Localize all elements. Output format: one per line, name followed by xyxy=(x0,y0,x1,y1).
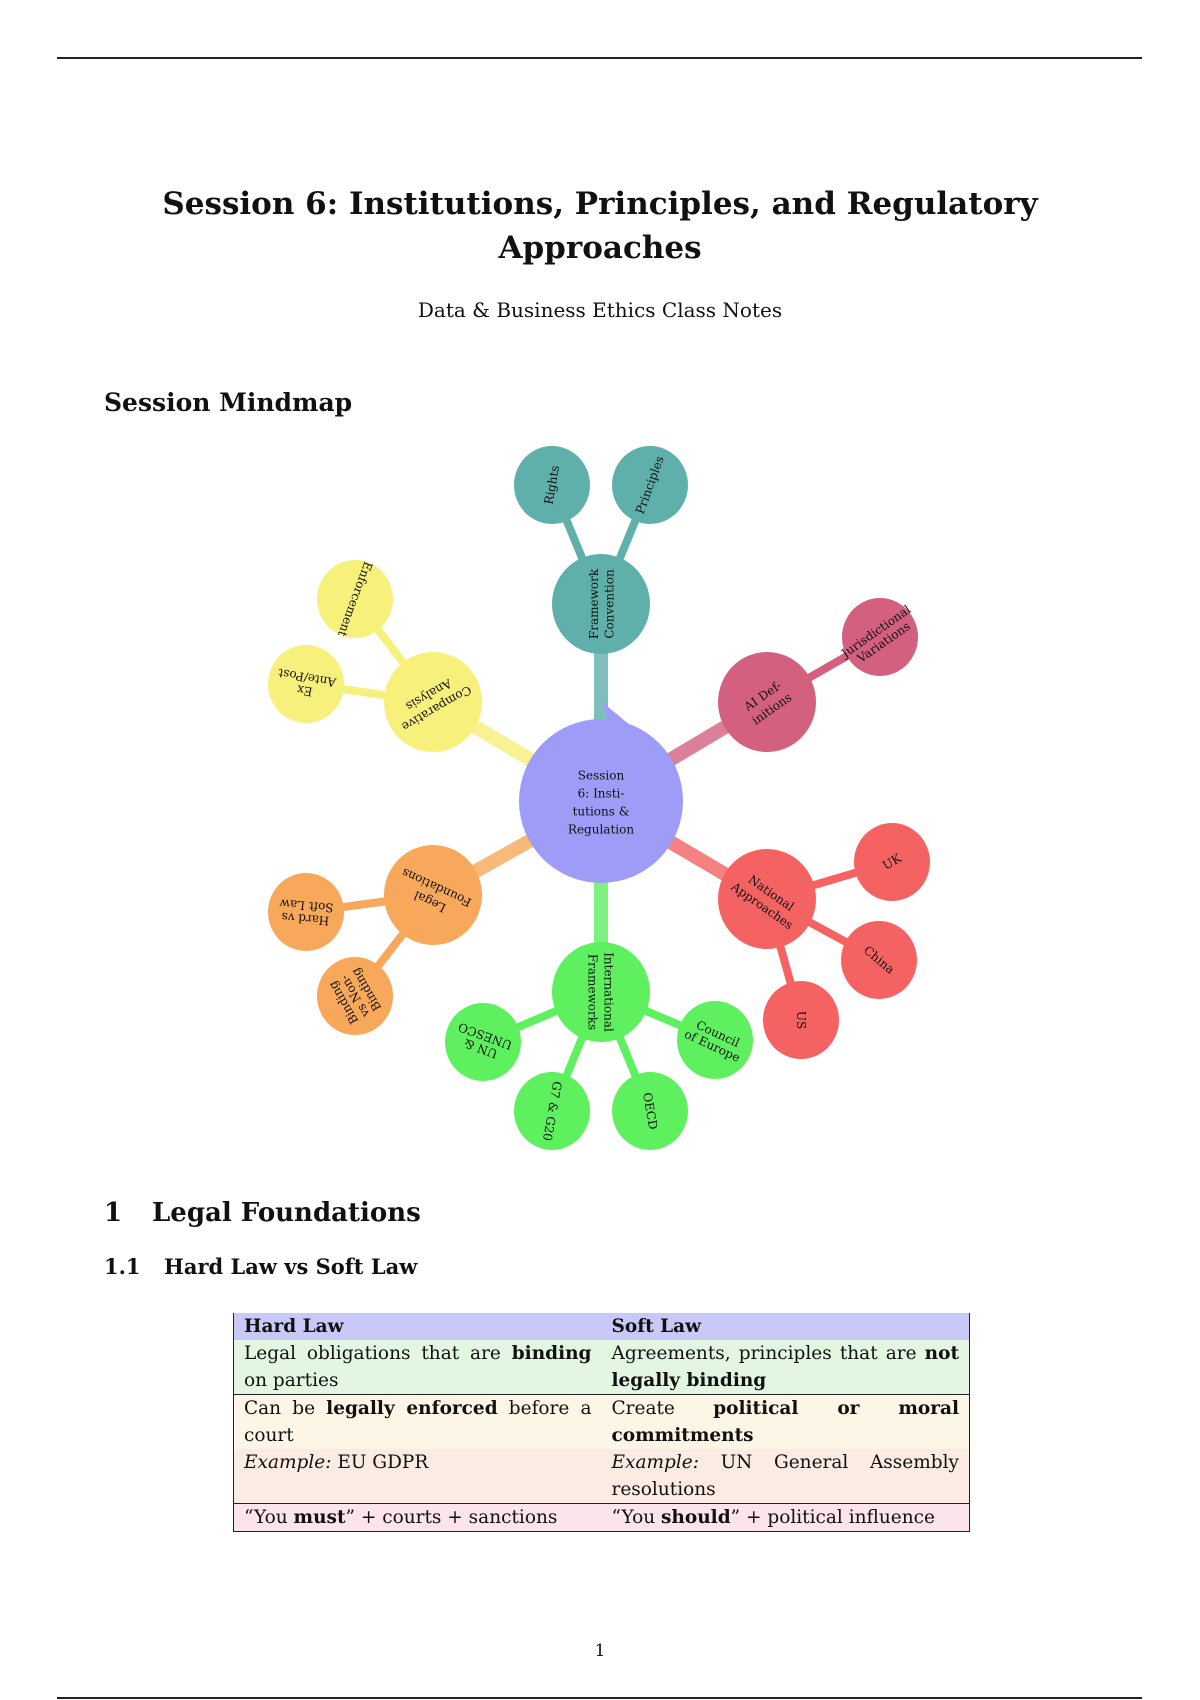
cell-text: Can be xyxy=(244,1398,327,1419)
mindmap-node-legal xyxy=(384,845,482,945)
cell-text: Example: xyxy=(611,1452,699,1473)
mindmap-node-ai xyxy=(718,652,816,752)
header-hard-law: Hard Law xyxy=(233,1313,602,1340)
subsection-title: Hard Law vs Soft Law xyxy=(164,1254,418,1279)
cell-text: “You xyxy=(244,1507,294,1528)
mindmap-subnode xyxy=(268,873,344,951)
node-label-line: Session xyxy=(578,768,625,782)
mindmap-subnode xyxy=(763,981,839,1059)
hard-vs-soft-law-table: Hard Law Soft Law Legal obligations that… xyxy=(233,1313,970,1532)
node-label-line: Regulation xyxy=(568,822,634,836)
subtitle: Data & Business Ethics Class Notes xyxy=(417,298,783,322)
mindmap-subnode-label: US xyxy=(794,1011,808,1029)
top-rule xyxy=(57,57,1142,59)
subsection-number: 1.1 xyxy=(104,1254,141,1279)
cell-text: ” + courts + sanctions xyxy=(345,1507,558,1528)
page-title: Session 6: Institutions, Principles, and… xyxy=(162,186,1038,266)
mindmap-subnode-label: Rights xyxy=(542,464,563,505)
mindmap-subnode xyxy=(514,446,590,524)
cell-text: EU GDPR xyxy=(331,1452,429,1473)
cell-text: before a court xyxy=(244,1398,592,1446)
node-label-line: Rights xyxy=(542,464,563,505)
cell-text: not legally binding xyxy=(611,1343,960,1391)
node-label-line: International xyxy=(601,952,615,1032)
subsection-heading: 1.1 Hard Law vs Soft Law xyxy=(104,1254,417,1279)
cell-text: ” + political influence xyxy=(730,1507,935,1528)
node-label-line: Frameworks xyxy=(586,954,600,1030)
table-cell: Legal obligations that are binding on pa… xyxy=(233,1340,602,1395)
cell-text: “You xyxy=(611,1507,662,1528)
mindmap-node-comparative xyxy=(384,652,482,752)
node-label-line: Ex xyxy=(296,682,314,699)
section-heading: 1 Legal Foundations xyxy=(104,1198,421,1228)
table-cell: “You must” + courts + sanctions xyxy=(233,1503,602,1532)
cell-text: Create xyxy=(611,1398,714,1419)
bottom-rule xyxy=(57,1697,1142,1699)
mindmap-center-star xyxy=(601,701,640,737)
cell-text: on parties xyxy=(244,1370,339,1391)
table-cell: Example: EU GDPR xyxy=(233,1449,602,1504)
table-header-row: Hard Law Soft Law xyxy=(233,1313,970,1340)
mindmap-subnode xyxy=(612,1072,688,1150)
node-label-line: OECD xyxy=(640,1091,660,1130)
table-cell: Example: UN General Assembly resolutions xyxy=(601,1449,970,1504)
section-number: 1 xyxy=(104,1198,123,1228)
mindmap-node-international xyxy=(552,942,650,1042)
mindmap-subnode-label: OECD xyxy=(640,1091,660,1130)
mindmap-subnode xyxy=(841,921,917,999)
mindmap-subnode xyxy=(612,446,688,524)
mindmap-subnode xyxy=(317,957,393,1035)
table-cell: Create political or moral commitments xyxy=(601,1394,970,1449)
mindmap-subnode xyxy=(445,1003,521,1081)
mindmap-subnode-label: Hard vsSoft Law xyxy=(277,896,334,928)
node-label-line: Soft Law xyxy=(278,896,334,915)
mindmap-subnode xyxy=(854,823,930,901)
node-label-line: Framework xyxy=(587,568,601,639)
cell-text: should xyxy=(661,1507,731,1528)
header-soft-law: Soft Law xyxy=(601,1313,970,1340)
cell-text: Agreements, principles that are xyxy=(611,1343,925,1364)
mindmap-subnode xyxy=(268,645,344,723)
table-row: “You must” + courts + sanctions“You shou… xyxy=(233,1503,970,1532)
node-label-line: tutions & xyxy=(573,804,630,818)
mindmap-node-framework xyxy=(552,554,650,654)
node-label-line: 6: Insti- xyxy=(578,786,625,800)
table-row: Legal obligations that are binding on pa… xyxy=(233,1340,970,1395)
mindmap-heading: Session Mindmap xyxy=(104,388,353,417)
section-title: Legal Foundations xyxy=(152,1198,421,1228)
node-label-line: Convention xyxy=(602,569,616,639)
cell-text: legally enforced xyxy=(326,1398,498,1419)
cell-text: UN General Assembly resolutions xyxy=(611,1452,960,1500)
page-number: 1 xyxy=(594,1641,606,1661)
cell-text: political or moral commitments xyxy=(611,1398,960,1446)
cell-text: binding xyxy=(511,1343,592,1364)
table-cell: Agreements, principles that are not lega… xyxy=(601,1340,970,1395)
table-cell: “You should” + political influence xyxy=(601,1503,970,1532)
mindmap-subnode xyxy=(677,1001,753,1079)
cell-text: Legal obligations that are xyxy=(244,1343,512,1364)
mindmap-node-national xyxy=(718,849,816,949)
mindmap-center-node xyxy=(519,719,683,883)
table-cell: Can be legally enforced before a court xyxy=(233,1394,602,1449)
mindmap-subnode xyxy=(842,598,918,676)
mindmap-subnode xyxy=(514,1072,590,1150)
node-label-line: US xyxy=(794,1011,808,1029)
mindmap-center-label: Session 6: Insti-tutions & Regulation xyxy=(568,768,634,836)
mindmap-subnode xyxy=(317,560,393,638)
cell-text: Example: xyxy=(244,1452,332,1473)
node-label-line: Hard vs xyxy=(281,910,330,928)
mindmap-node-label: InternationalFrameworks xyxy=(586,952,616,1032)
cell-text: must xyxy=(293,1507,346,1528)
